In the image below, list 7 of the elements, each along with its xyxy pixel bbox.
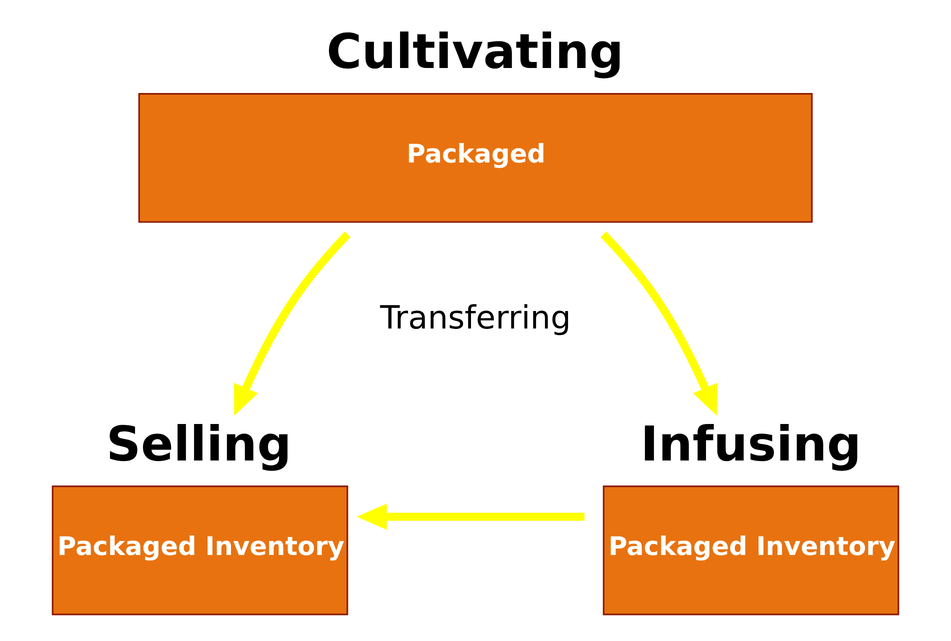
label: Transferring [380, 298, 571, 337]
arrow [234, 232, 351, 416]
node-label: Selling [106, 416, 292, 473]
arrow [600, 232, 718, 416]
node-label: Cultivating [326, 24, 624, 80]
arrow [356, 504, 584, 530]
node-label: Infusing [640, 416, 862, 473]
